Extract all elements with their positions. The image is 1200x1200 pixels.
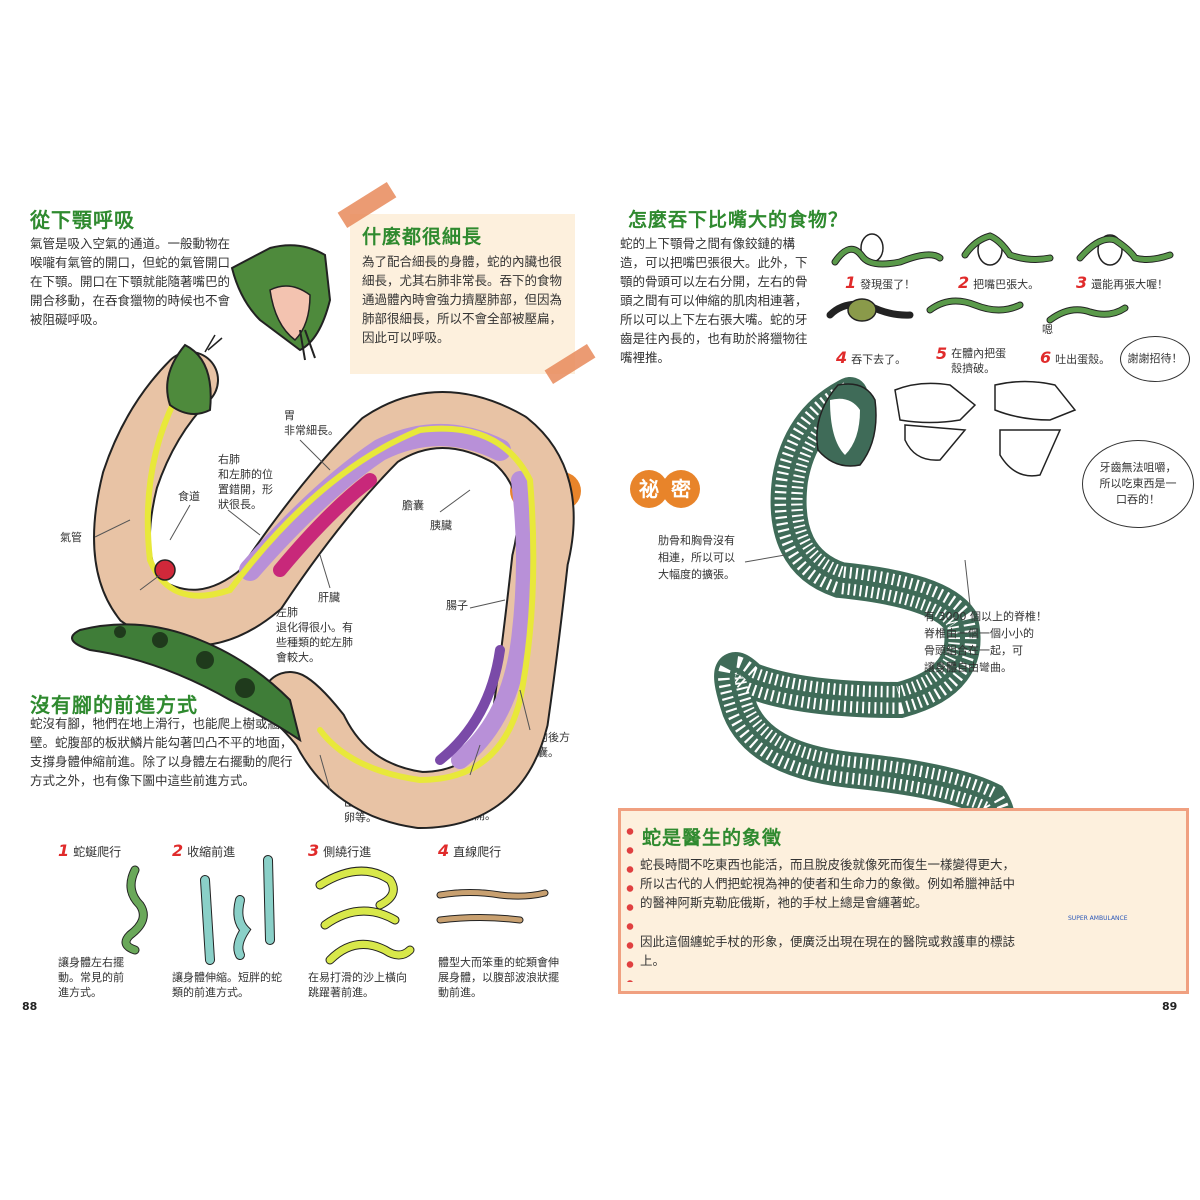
tape-decoration [337, 181, 397, 229]
leader-lines [94, 439, 971, 791]
slender-body: 為了配合細長的身體，蛇的內臟也很細長，尤其右肺非常長。吞下的食物通過體內時會強力… [362, 254, 563, 345]
right-page: 怎麼吞下比嘴大的食物？ 蛇的上下顎骨之間有像鉸鏈的構造，可以把嘴巴張很大。此外，… [600, 0, 1200, 1200]
vertebra-note: 有 3000 個以上的脊椎！ 脊椎由一個一個小小的 骨頭組合在一起，可 讓身體自… [924, 610, 1047, 674]
slender-note [350, 214, 575, 374]
teeth-bubble: 牙齒無法咀嚼， 所以吃東西是一 口吞的！ [1082, 440, 1194, 528]
label-trachea: 氣管 [60, 531, 82, 544]
move-step-3-desc: 在易打滑的沙上橫向 跳躍著前進。 [308, 971, 407, 999]
secret-badge-2: 密 [662, 470, 700, 508]
skull-illustrations [894, 380, 1077, 477]
thanks-bubble: 謝謝招待！ [1120, 336, 1190, 382]
slender-title: 什麼都很細長 [362, 226, 483, 248]
chomp-sound: 嗯 [1042, 323, 1053, 336]
label-esophagus: 食道 [178, 490, 200, 503]
label-intestine: 腸子 [446, 599, 468, 612]
label-pancreas: 胰臟 [430, 519, 452, 532]
doctor-note [618, 808, 1189, 994]
swallow-body: 蛇的上下顎骨之間有像鉸鏈的構造，可以把嘴巴張很大。此外，下顎的骨頭可以左右分開，… [620, 236, 808, 365]
breath-body: 氣管是吸入空氣的通道。一般動物在喉嚨有氣管的開口，但蛇的氣管開口在下顎。開口在下… [30, 236, 231, 327]
move-step-4-desc: 體型大而笨重的蛇類會伸 展身體，以腹部波浪狀擺 動前進。 [438, 956, 559, 999]
move-step-1-desc: 讓身體左右擺 動。常見的前 進方式。 [58, 956, 124, 999]
movement-illustrations [121, 855, 549, 965]
page-number-left: 88 [22, 1000, 38, 1013]
doctor-body-2: 因此這個纏蛇手杖的形象，便廣泛出現在現在的醫院或救護車的標誌上。 [640, 934, 1016, 968]
breath-title: 從下顎呼吸 [30, 208, 135, 232]
egg-swallow-illustrations [826, 232, 1174, 324]
label-left-lung: 左肺 退化得很小。有 些種類的蛇左肺 會較大。 [276, 606, 353, 664]
tape-decoration [544, 343, 596, 385]
left-page: 從下顎呼吸 氣管是吸入空氣的通道。一般動物在喉嚨有氣管的開口，但蛇的氣管開口在下… [22, 208, 575, 1013]
rib-note: 肋骨和胸骨沒有 相連，所以可以 大幅度的擴張。 [658, 534, 735, 581]
label-stomach: 胃 非常細長。 [284, 409, 339, 437]
label-liver: 肝臟 [318, 591, 340, 604]
label-gallbladder: 膽囊 [402, 499, 424, 512]
snake-anatomy-illustration [71, 334, 575, 830]
page-number-right: 89 [1162, 1000, 1178, 1013]
doctor-title: 蛇是醫生的象徵 [642, 827, 783, 849]
ambulance-text: SUPER AMBULANCE [1068, 915, 1128, 922]
move-body: 蛇沒有腳，牠們在地上滑行，也能爬上樹或牆壁。蛇腹部的板狀鱗片能勾著凹凸不平的地面… [30, 716, 293, 788]
move-step-2-desc: 讓身體伸縮。短胖的蛇 類的前進方式。 [172, 971, 282, 999]
skeleton-snake-illustration [714, 377, 1015, 858]
doctor-body-1: 蛇長時間不吃東西也能活，而且脫皮後就像死而復生一樣變得更大，所以古代的人們把蛇視… [640, 857, 1016, 910]
move-title: 沒有腳的前進方式 [30, 693, 198, 717]
snake-head-illustration [230, 244, 332, 361]
label-lung: 右肺 和左肺的位 置錯開，形 狀很長。 [218, 453, 273, 511]
note-dots [626, 822, 634, 982]
secret-badge-1: 祕 [630, 470, 668, 508]
swallow-title: 怎麼吞下比嘴大的食物？ [628, 209, 849, 231]
